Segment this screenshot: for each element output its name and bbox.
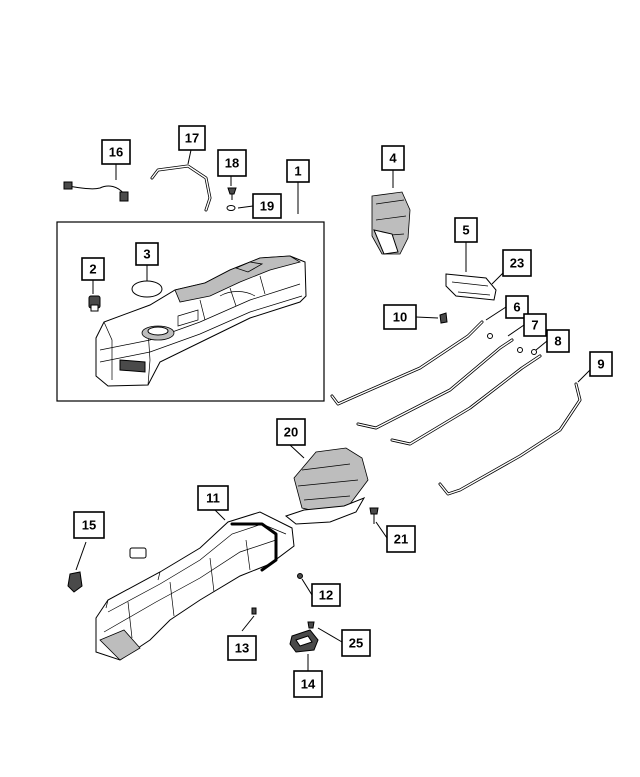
skid-plate-drawing bbox=[95, 511, 295, 661]
callout-5: 5 bbox=[454, 217, 478, 243]
callout-25: 25 bbox=[341, 629, 371, 657]
callout-8: 8 bbox=[546, 329, 570, 353]
svg-text:2: 2 bbox=[89, 262, 96, 277]
callout-6: 6 bbox=[505, 295, 529, 319]
callout-15: 15 bbox=[73, 511, 105, 539]
strap-drawing bbox=[150, 164, 212, 212]
fastener-drawing-25 bbox=[307, 621, 315, 629]
bolt-drawing-21 bbox=[369, 507, 379, 524]
heat-shield-drawing bbox=[371, 191, 411, 255]
pump-drawing-14 bbox=[289, 629, 319, 653]
fuel-sender-drawing bbox=[88, 295, 101, 312]
callout-19: 19 bbox=[252, 193, 282, 219]
svg-text:10: 10 bbox=[393, 310, 407, 325]
callout-2: 2 bbox=[81, 257, 105, 281]
callout-13: 13 bbox=[227, 635, 257, 661]
callout-11: 11 bbox=[197, 485, 229, 511]
vent-line-drawing bbox=[438, 382, 582, 496]
svg-text:25: 25 bbox=[349, 636, 363, 651]
svg-text:5: 5 bbox=[462, 223, 469, 238]
callout-3: 3 bbox=[135, 242, 159, 266]
svg-text:1: 1 bbox=[294, 164, 301, 179]
leader-lines bbox=[75, 149, 591, 671]
callout-20: 20 bbox=[276, 418, 306, 446]
svg-text:11: 11 bbox=[206, 491, 220, 506]
svg-text:17: 17 bbox=[185, 131, 199, 146]
callout-23: 23 bbox=[502, 249, 532, 277]
svg-text:4: 4 bbox=[389, 151, 397, 166]
callout-16: 16 bbox=[101, 139, 131, 165]
svg-text:7: 7 bbox=[531, 318, 538, 333]
svg-text:15: 15 bbox=[82, 518, 96, 533]
callout-9: 9 bbox=[589, 351, 613, 377]
svg-text:16: 16 bbox=[109, 145, 123, 160]
callout-21: 21 bbox=[386, 525, 416, 553]
fastener-drawing-18 bbox=[227, 187, 237, 200]
svg-text:14: 14 bbox=[301, 677, 316, 692]
svg-text:19: 19 bbox=[260, 199, 274, 214]
callout-1: 1 bbox=[286, 159, 310, 183]
clip-drawing-12 bbox=[297, 573, 303, 579]
lock-ring-drawing bbox=[131, 280, 163, 298]
fuel-tank-drawing bbox=[95, 255, 307, 387]
svg-text:20: 20 bbox=[284, 425, 298, 440]
callout-12: 12 bbox=[311, 583, 341, 607]
clip-drawing bbox=[439, 312, 448, 324]
fuel-tank-group-frame bbox=[56, 221, 325, 402]
svg-text:6: 6 bbox=[513, 300, 520, 315]
sensor-drawing-15 bbox=[67, 547, 147, 593]
harness-drawing bbox=[63, 181, 129, 202]
callout-7: 7 bbox=[523, 313, 547, 337]
svg-text:21: 21 bbox=[394, 532, 408, 547]
callout-18: 18 bbox=[217, 149, 247, 177]
svg-text:12: 12 bbox=[319, 588, 333, 603]
svg-text:23: 23 bbox=[510, 256, 524, 271]
washer-drawing-19 bbox=[226, 205, 236, 211]
shield-drawing-20 bbox=[284, 447, 369, 525]
bracket-drawing bbox=[445, 273, 497, 301]
callout-14: 14 bbox=[293, 670, 323, 698]
callout-10: 10 bbox=[383, 304, 417, 330]
callout-17: 17 bbox=[178, 125, 206, 151]
svg-text:18: 18 bbox=[225, 156, 239, 171]
svg-text:8: 8 bbox=[554, 334, 561, 349]
svg-text:13: 13 bbox=[235, 641, 249, 656]
callout-4: 4 bbox=[381, 145, 405, 171]
svg-text:3: 3 bbox=[143, 247, 150, 262]
svg-text:9: 9 bbox=[597, 357, 604, 372]
clip-drawing-13 bbox=[251, 607, 257, 615]
fuel-lines-drawing bbox=[330, 320, 542, 446]
